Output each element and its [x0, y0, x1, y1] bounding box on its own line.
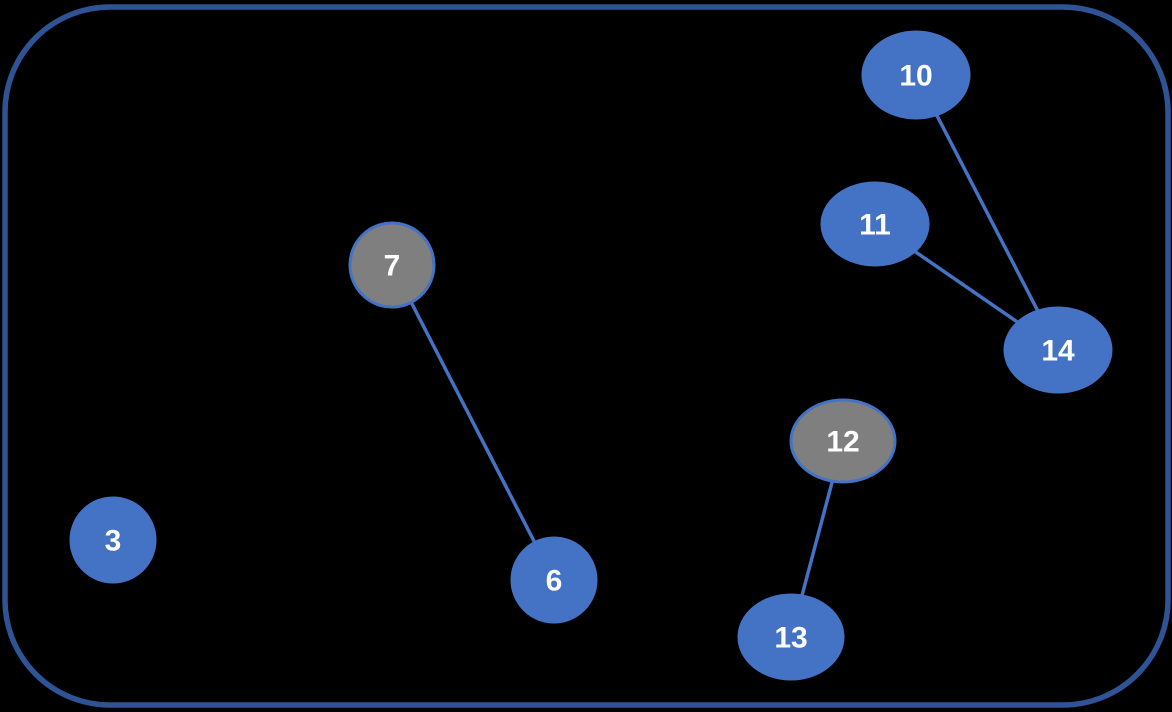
node-11-shape[interactable]: [820, 181, 930, 267]
node-10-shape[interactable]: [861, 30, 971, 120]
edge-7-6: [390, 264, 556, 581]
edge-10-14: [914, 74, 1060, 351]
node-3[interactable]: 3: [69, 496, 157, 584]
node-3-shape[interactable]: [69, 496, 157, 584]
diagram-frame: [2, 4, 1171, 708]
node-14-shape[interactable]: [1003, 306, 1113, 394]
node-10[interactable]: 10: [861, 30, 971, 120]
node-13-shape[interactable]: [737, 593, 845, 681]
node-12-shape[interactable]: [789, 398, 897, 484]
node-7-shape[interactable]: [348, 221, 436, 309]
node-6[interactable]: 6: [510, 536, 598, 624]
node-7[interactable]: 7: [348, 221, 436, 309]
node-6-shape[interactable]: [510, 536, 598, 624]
node-11[interactable]: 11: [820, 181, 930, 267]
node-13[interactable]: 13: [737, 593, 845, 681]
node-12[interactable]: 12: [789, 398, 897, 484]
node-14[interactable]: 14: [1003, 306, 1113, 394]
